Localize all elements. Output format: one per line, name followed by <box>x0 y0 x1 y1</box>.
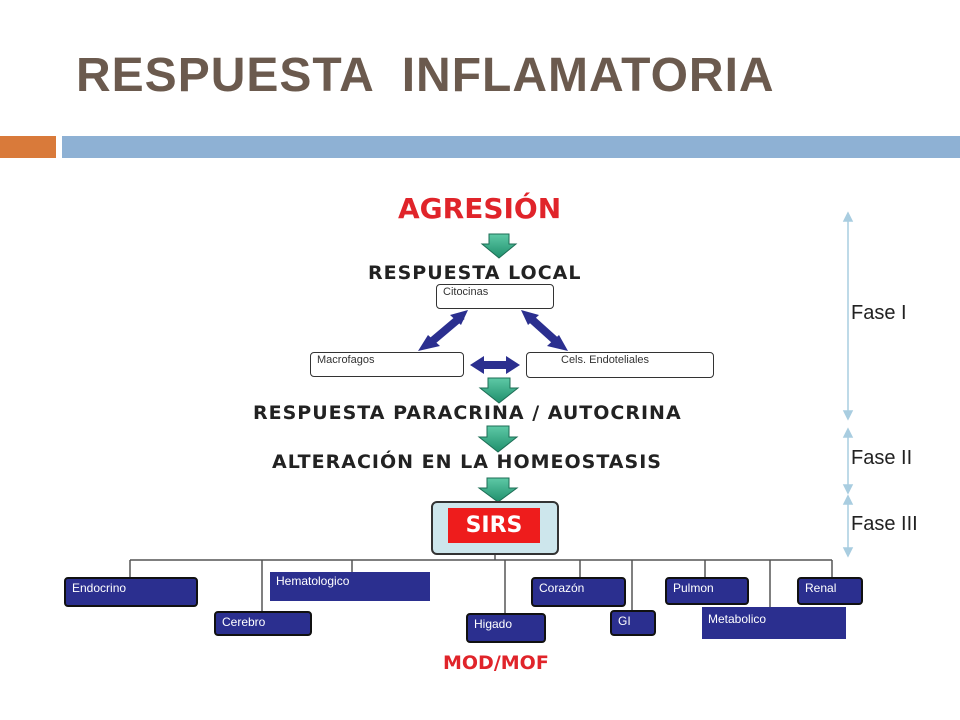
citocinas-box: Citocinas <box>436 284 554 309</box>
organ-higado: Higado <box>466 613 546 643</box>
phase-3-label: Fase III <box>851 513 918 535</box>
organ-corazon: Corazón <box>531 577 626 607</box>
alteracion-label: ALTERACIÓN EN LA HOMEOSTASIS <box>272 451 662 473</box>
sirs-label: SIRS <box>448 508 540 543</box>
title-underline-bar <box>62 136 960 158</box>
organ-pulmon: Pulmon <box>665 577 749 605</box>
organ-endocrino: Endocrino <box>64 577 198 607</box>
down-arrow-2-icon <box>478 377 520 404</box>
respuesta-local-label: RESPUESTA LOCAL <box>368 262 582 284</box>
down-arrow-4-icon <box>477 477 519 503</box>
citocinas-label: Citocinas <box>443 286 489 298</box>
down-arrow-3-icon <box>477 425 519 453</box>
organ-gi: GI <box>610 610 656 636</box>
endoteliales-box: Cels. Endoteliales <box>526 352 714 378</box>
organ-cerebro: Cerebro <box>214 611 312 636</box>
mod-mof-label: MOD/MOF <box>443 652 549 674</box>
double-arrow-icon <box>470 356 520 374</box>
organ-metabolico: Metabolico <box>702 607 846 639</box>
endoteliales-label: Cels. Endoteliales <box>561 354 650 366</box>
organ-hematologico: Hematologico <box>270 572 430 601</box>
phase-1-label: Fase I <box>851 302 907 324</box>
diagonal-arrow-right-icon <box>521 310 568 351</box>
organ-renal: Renal <box>797 577 863 605</box>
title-accent-bar <box>0 136 56 158</box>
diagonal-arrow-left-icon <box>418 310 468 351</box>
macrofagos-box: Macrofagos <box>310 352 464 377</box>
macrofagos-label: Macrofagos <box>317 354 375 366</box>
down-arrow-1-icon <box>480 233 518 259</box>
agresion-heading: AGRESIÓN <box>398 192 562 225</box>
phase-brackets <box>842 211 854 558</box>
slide-title: RESPUESTA INFLAMATORIA <box>76 49 775 102</box>
paracrina-label: RESPUESTA PARACRINA / AUTOCRINA <box>253 402 682 424</box>
phase-2-label: Fase II <box>851 447 913 469</box>
organ-tree-lines <box>129 555 833 613</box>
